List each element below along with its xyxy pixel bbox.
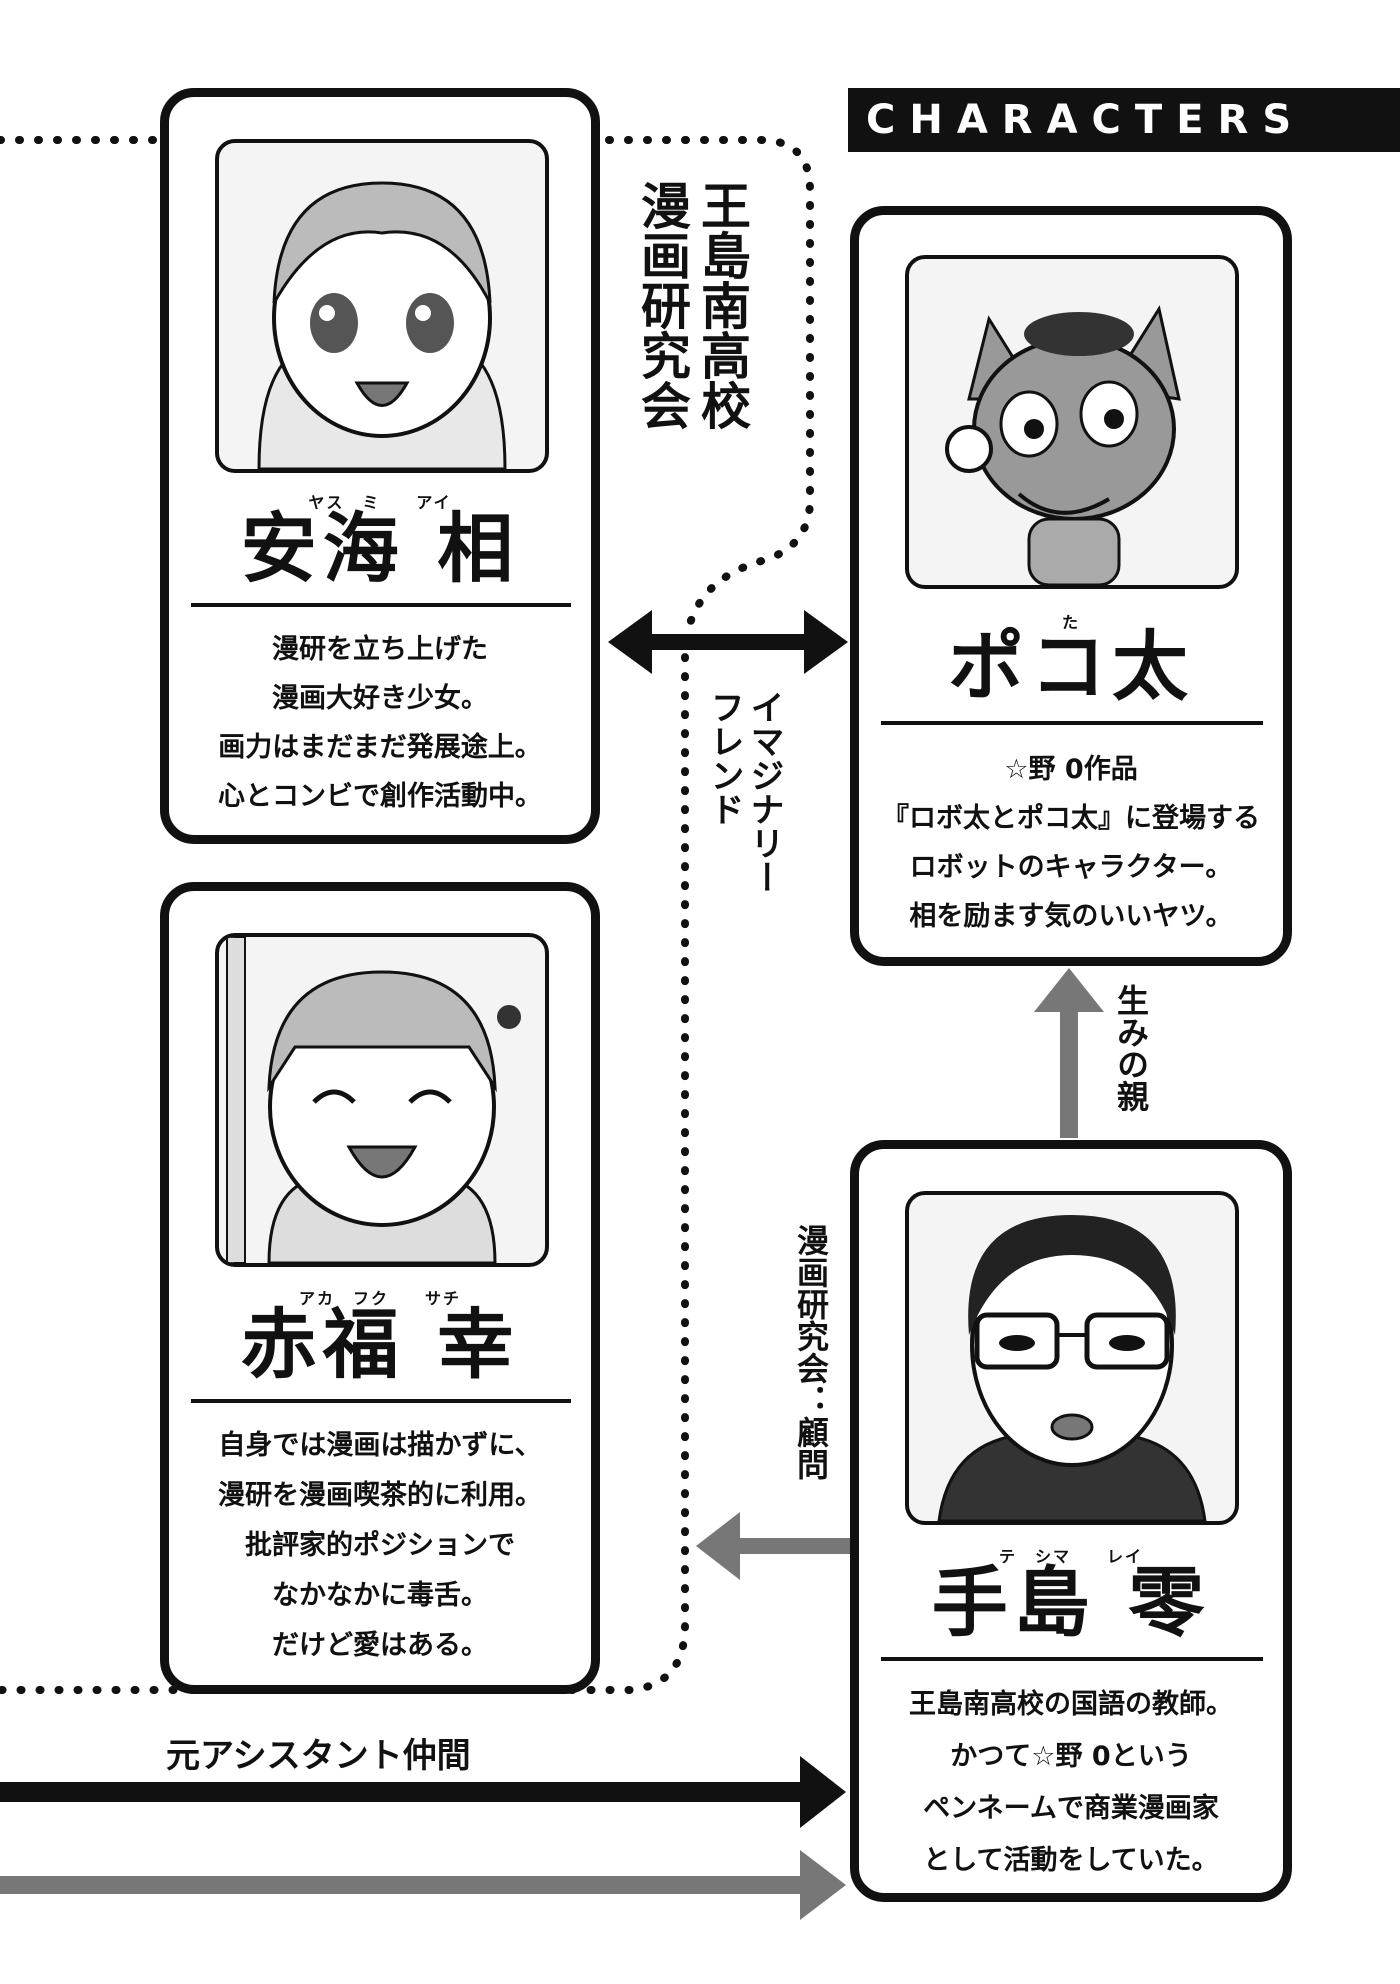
teacher-portrait-icon — [937, 1215, 1207, 1521]
advisor-label: 漫画研究会：顧問 — [792, 1224, 830, 1480]
former-assistant-arrow — [0, 1756, 846, 1828]
divider — [881, 721, 1263, 725]
club-boundary-dotted — [0, 136, 814, 1694]
character-name: 手島 零 — [931, 1558, 1211, 1647]
portrait-yasumi — [215, 139, 549, 473]
imaginary-friend-label: イマジナリー フレンド — [704, 690, 784, 894]
character-card-akafuku: アカ フク サチ 赤福 幸 自身では漫画は描かずに、 漫研を漫画喫茶的に利用。 … — [160, 882, 600, 1694]
creator-arrow — [1034, 968, 1104, 1138]
former-assistant-label: 元アシスタント仲間 — [166, 1736, 471, 1776]
divider — [191, 603, 571, 607]
character-description: 自身では漫画は描かずに、 漫研を漫画喫茶的に利用。 批評家的ポジションで なかな… — [218, 1430, 542, 1661]
gray-bottom-arrow — [0, 1850, 846, 1920]
character-card-pokota: た ポコ太 ☆野 0作品 『ロボ太とポコ太』に登場する ロボットのキャラクター。… — [850, 206, 1292, 966]
page-title: CHARACTERS — [866, 97, 1306, 143]
character-name: 安海 相 — [240, 504, 520, 593]
girl-portrait-icon — [257, 181, 507, 469]
divider — [881, 1657, 1263, 1661]
divider — [191, 1399, 571, 1403]
creator-label: 生みの親 — [1112, 984, 1150, 1112]
fox-robot-portrait-icon — [945, 305, 1181, 585]
name-ruby: アカ フク サチ — [298, 1289, 461, 1308]
portrait-akafuku — [215, 933, 549, 1267]
name-ruby: テ シマ レイ — [998, 1547, 1143, 1566]
imaginary-friend-arrow — [608, 610, 848, 674]
header-bar — [848, 88, 1400, 152]
character-description: 王島南高校の国語の教師。 かつて☆野 0という ペンネームで商業漫画家 として活… — [909, 1689, 1233, 1876]
smiling-girl-portrait-icon — [226, 937, 521, 1263]
character-card-yasumi: ヤス ミ アイ 安海 相 漫研を立ち上げた 漫画大好き少女。 画力はまだまだ発展… — [160, 88, 600, 844]
portrait-teshima — [905, 1191, 1239, 1525]
character-name: ポコ太 — [948, 622, 1194, 711]
name-ruby: ヤス ミ アイ — [308, 493, 452, 512]
character-name: 赤福 幸 — [240, 1300, 520, 1389]
character-card-teshima: テ シマ レイ 手島 零 王島南高校の国語の教師。 かつて☆野 0という ペンネ… — [850, 1140, 1292, 1902]
portrait-pokota — [905, 255, 1239, 589]
club-label: 王島南高校 漫画研究会 — [633, 180, 751, 430]
advisor-arrow — [696, 1512, 852, 1580]
name-ruby: た — [1061, 613, 1080, 632]
character-description: 漫研を立ち上げた 漫画大好き少女。 画力はまだまだ発展途上。 心とコンビで創作活… — [218, 634, 542, 812]
character-description: ☆野 0作品 『ロボ太とポコ太』に登場する ロボットのキャラクター。 相を励ます… — [882, 754, 1260, 932]
